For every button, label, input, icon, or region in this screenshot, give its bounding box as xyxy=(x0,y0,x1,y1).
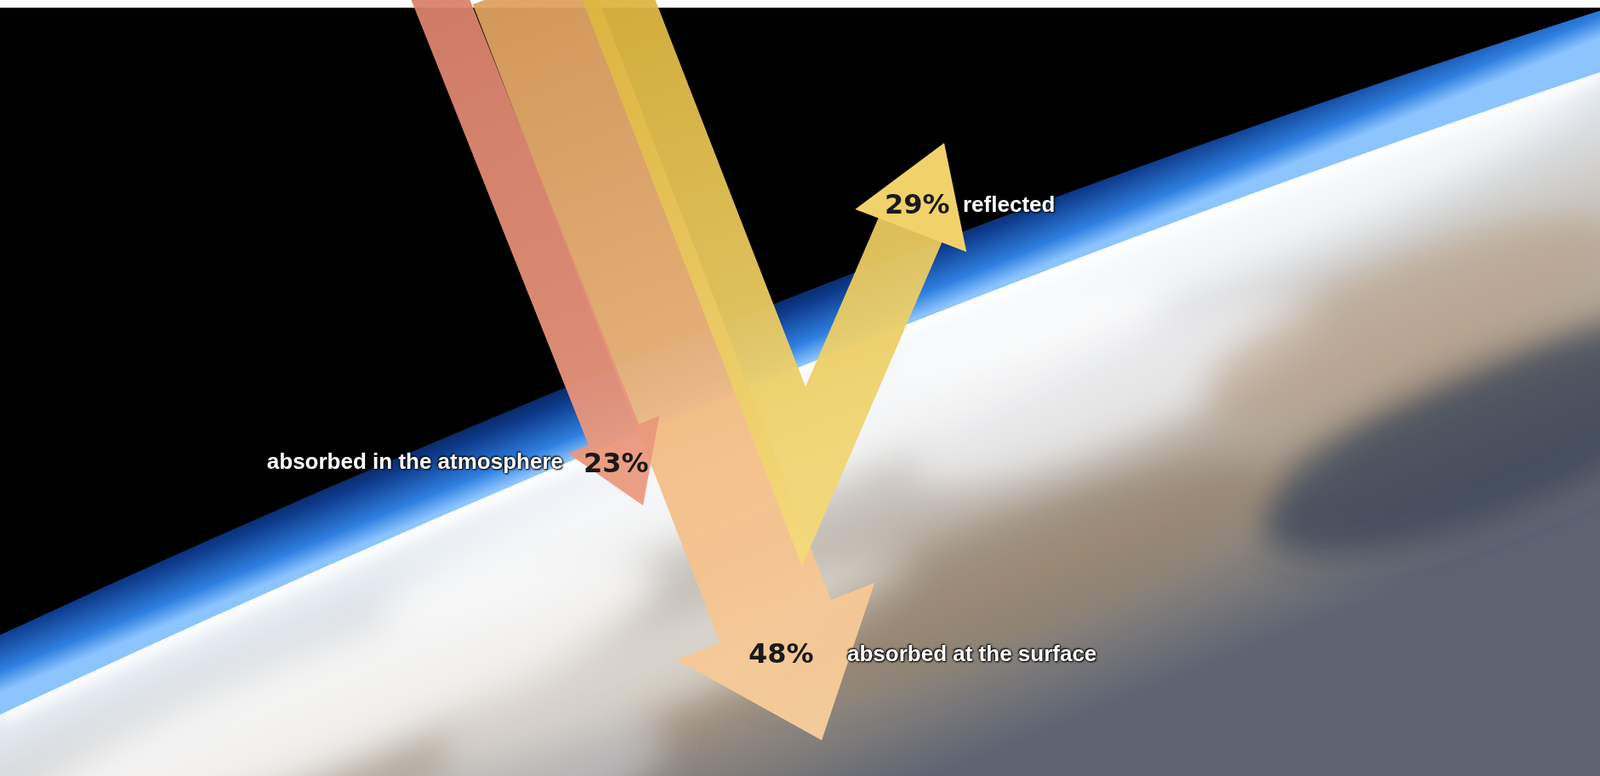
percent-value: 48% xyxy=(748,637,815,670)
flow-label: absorbed in the atmosphere xyxy=(267,448,564,475)
top-margin xyxy=(0,0,1600,8)
percent-value: 23% xyxy=(583,446,650,479)
flow-label: reflected xyxy=(962,191,1055,218)
percent-value: 29% xyxy=(884,187,951,221)
reflected-arrow-shaft xyxy=(605,0,912,477)
flow-label: absorbed at the surface xyxy=(847,640,1097,667)
reflected-arrow-head xyxy=(854,142,967,252)
